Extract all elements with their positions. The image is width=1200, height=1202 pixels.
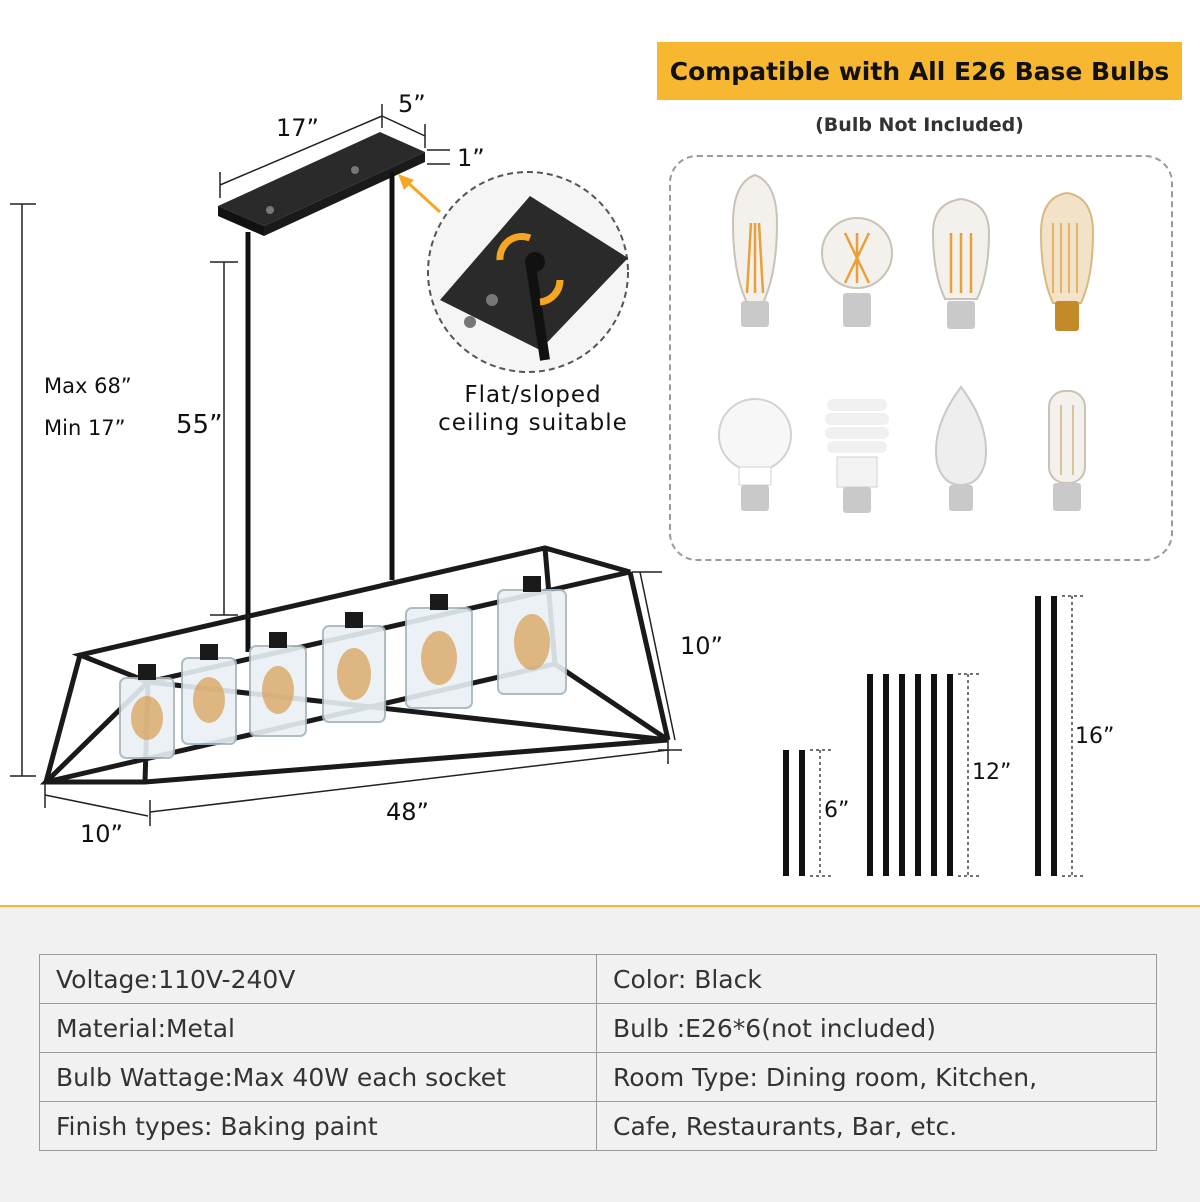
suspension-rods [245,172,395,652]
long-rods [1035,596,1057,876]
glass-shades [119,576,567,759]
st64-filament-bulb-icon [731,173,779,327]
frame-dimensions [44,571,682,826]
short-rods [783,750,805,876]
spec-cell: Bulb :E26*6(not included) [596,1003,1157,1053]
spec-cell: Material:Metal [39,1003,597,1053]
medium-rods [867,674,953,876]
extension-rods [783,595,1084,877]
long-rod-label: 16” [1075,724,1115,749]
edison-squirrel-cage-bulb-icon [1039,191,1095,331]
bulb-types-panel [669,155,1173,561]
spec-cell: Finish types: Baking paint [39,1101,597,1151]
table-row: Voltage:110V-240V Color: Black [39,954,1157,1004]
medium-rod-label: 12” [972,760,1012,785]
fixture-drawing [10,104,682,826]
st58-filament-bulb-icon [931,197,991,329]
compatibility-banner: Compatible with All E26 Base Bulbs [657,42,1182,100]
short-rod-label: 6” [824,798,850,823]
canopy-length-label: 17” [276,114,319,142]
table-row: Finish types: Baking paint Cafe, Restaur… [39,1101,1157,1151]
a19-filament-bulb-icon [821,217,893,327]
rod-length-dimension [210,261,238,616]
max-height-label: Max 68” [44,374,132,398]
min-height-label: Min 17” [44,416,126,440]
ceiling-note: Flat/sloped ceiling suitable [428,381,638,437]
canopy-height-label: 1” [457,144,485,172]
frame-length-label: 48” [386,798,429,826]
table-row: Material:Metal Bulb :E26*6(not included) [39,1003,1157,1053]
table-row: Bulb Wattage:Max 40W each socket Room Ty… [39,1052,1157,1102]
rod-length-label: 55” [176,410,223,440]
canopy [218,132,425,236]
bulb-illustrations [718,173,1095,513]
led-a19-bulb-icon [718,398,792,511]
canopy-dimensions [219,104,450,198]
canopy-detail-magnifier [398,171,629,373]
overall-height-dimension [10,203,36,777]
spec-cell: Room Type: Dining room, Kitchen, [596,1052,1157,1102]
tubular-filament-bulb-icon [1048,390,1086,511]
specifications-table: Voltage:110V-240V Color: Black Material:… [39,954,1157,1151]
spec-cell: Voltage:110V-240V [39,954,597,1004]
ceiling-note-line1: Flat/sloped [464,382,602,408]
spec-cell: Bulb Wattage:Max 40W each socket [39,1052,597,1102]
bulb-not-included-note: (Bulb Not Included) [815,114,1024,136]
spec-cell: Color: Black [596,954,1157,1004]
ceiling-note-line2: ceiling suitable [438,410,628,436]
canopy-width-label: 5” [398,90,426,118]
flame-tip-bulb-icon [935,385,987,511]
frame-height-label: 10” [680,632,723,660]
cfl-spiral-bulb-icon [825,399,889,513]
spec-cell: Cafe, Restaurants, Bar, etc. [596,1101,1157,1151]
frame-depth-label: 10” [80,820,123,848]
